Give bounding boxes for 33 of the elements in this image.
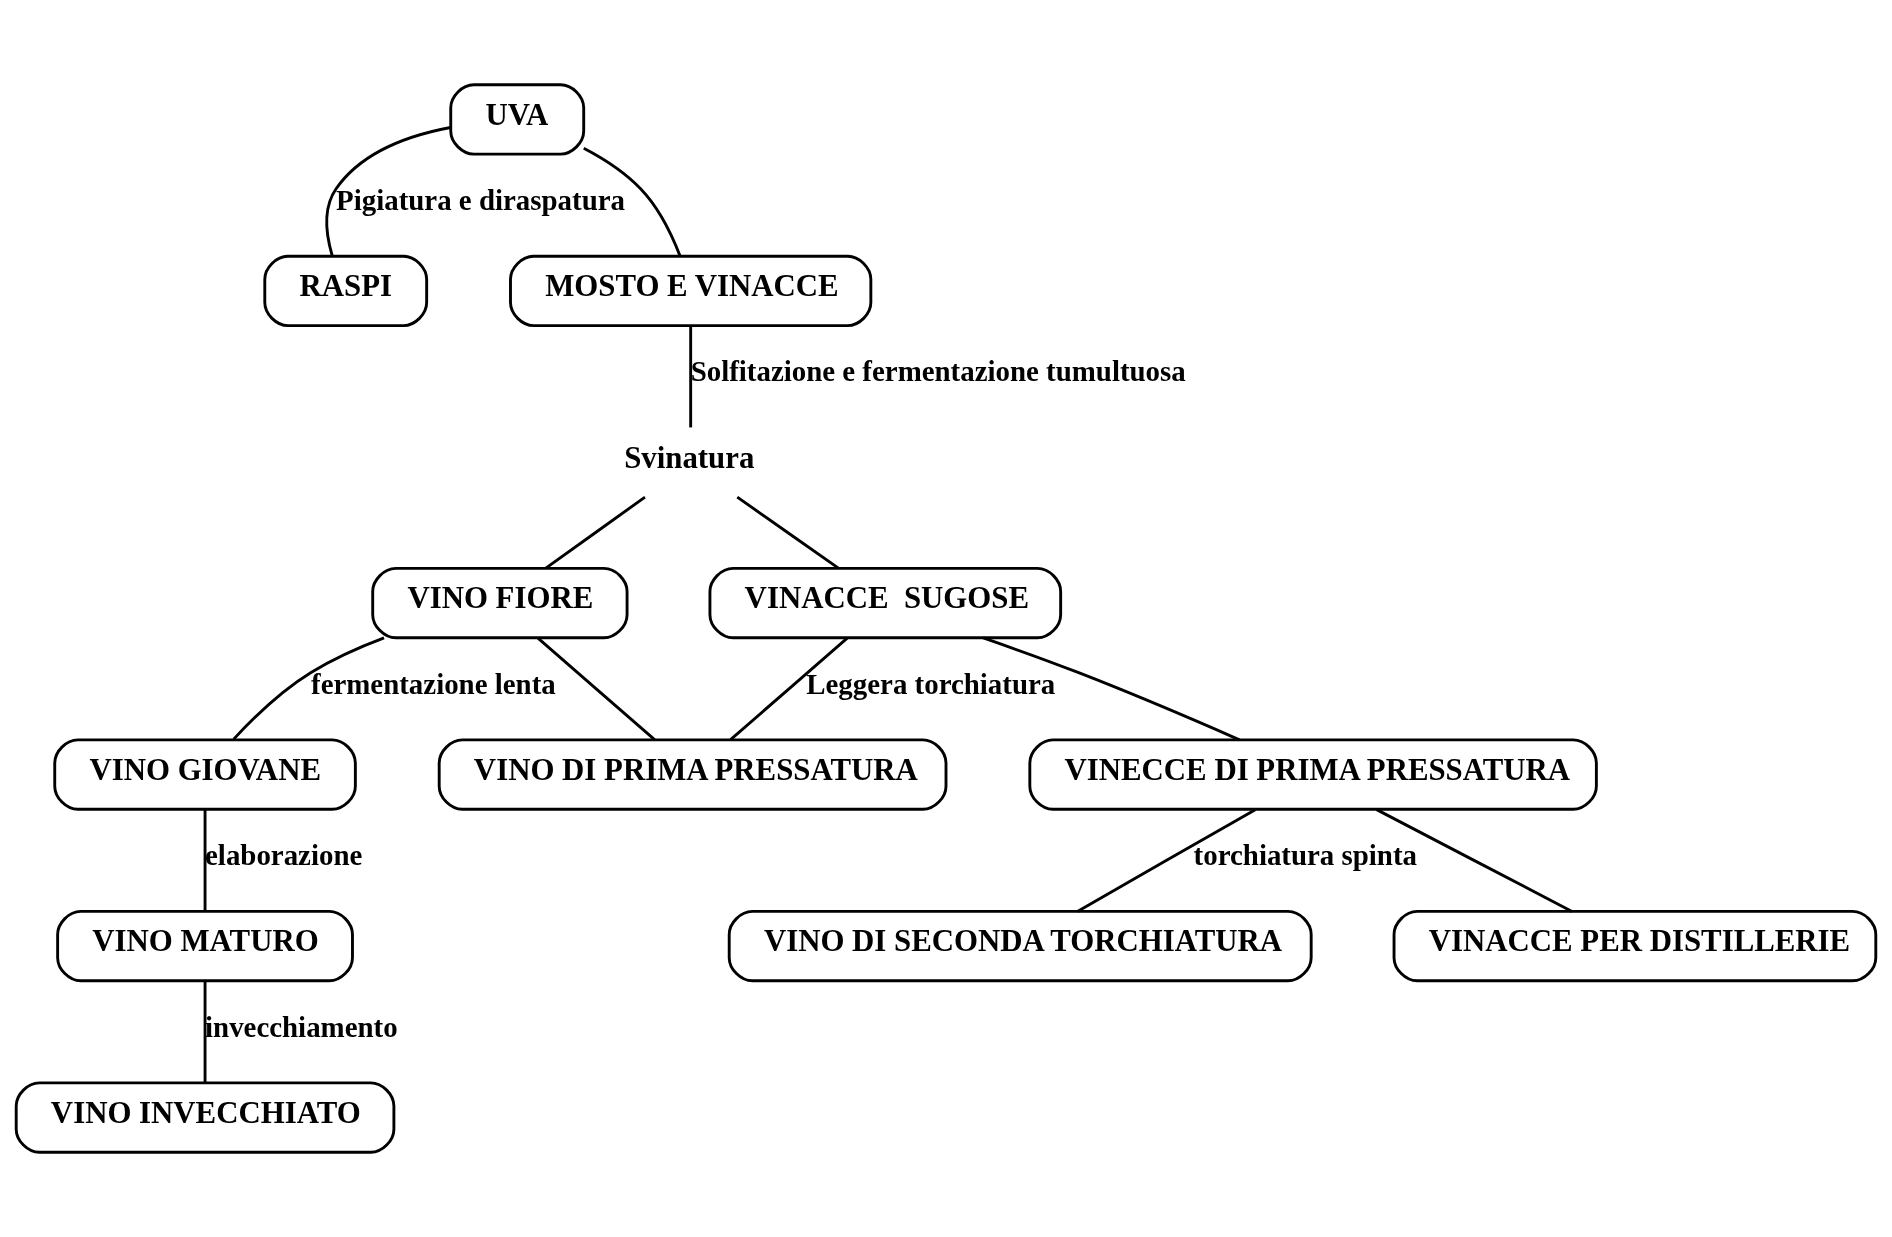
- node-box: VINO INVECCHIATO: [14, 1081, 396, 1154]
- connector: [736, 495, 840, 570]
- node-text: Svinatura: [624, 440, 755, 475]
- node-box: VINO MATURO: [56, 909, 354, 983]
- edge-label: elaborazione: [205, 839, 363, 872]
- edge-label: torchiatura spinta: [1193, 839, 1418, 872]
- node-box: VINO GIOVANE: [53, 738, 357, 811]
- node-box: VINO DI PRIMA PRESSATURA: [437, 738, 948, 811]
- node-box: VINO FIORE: [371, 566, 629, 640]
- node-box: UVA: [449, 83, 586, 156]
- node-box: VINACCE SUGOSE: [708, 566, 1063, 640]
- connector: [1076, 808, 1256, 913]
- edge-label: Pigiatura e diraspatura: [336, 183, 625, 216]
- connector: [537, 637, 656, 741]
- edge-label: fermentazione lenta: [311, 667, 556, 700]
- connector: [729, 637, 849, 741]
- node-box: VINO DI SECONDA TORCHIATURA: [727, 909, 1313, 983]
- node-box: VINECCE DI PRIMA PRESSATURA: [1028, 738, 1598, 811]
- connector: [689, 325, 693, 428]
- edge-label: Leggera torchiatura: [806, 667, 1056, 700]
- connector: [203, 809, 207, 912]
- connector: [982, 636, 1241, 742]
- edge-label: invecchiamento: [205, 1010, 398, 1043]
- connector: [1376, 808, 1573, 913]
- edge-label: Solfitazione e fermentazione tumultuosa: [690, 355, 1186, 388]
- connector: [583, 147, 682, 257]
- connector: [325, 126, 451, 256]
- node-box: RASPI: [263, 254, 429, 328]
- connector: [545, 495, 646, 570]
- connector: [232, 636, 385, 741]
- connector: [203, 981, 207, 1083]
- node-box: MOSTO E VINACCE: [509, 254, 873, 328]
- node-box: VINACCE PER DISTILLERIE: [1392, 909, 1878, 983]
